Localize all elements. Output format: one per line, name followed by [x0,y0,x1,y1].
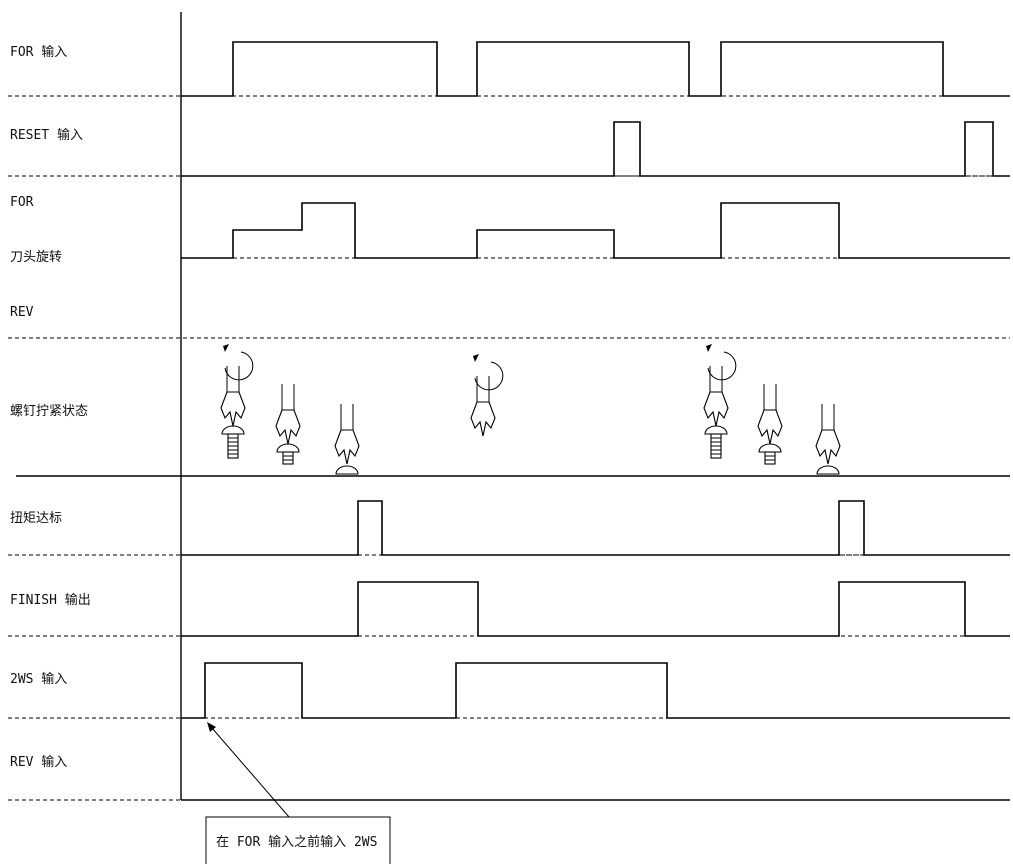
screw-state-3 [334,403,360,475]
screw-state-2 [275,383,301,465]
screw-state-4 [470,353,504,437]
label-reset-input: RESET 输入 [10,127,83,143]
label-for-input: FOR 输入 [10,44,67,60]
wave-finish-output [181,581,1010,637]
label-2ws-input: 2WS 输入 [10,671,67,687]
label-screw-state: 螺钉拧紧状态 [10,404,88,419]
screw-state-5 [703,343,737,459]
wave-torque-reached [181,500,1010,556]
callout-box: 在 FOR 输入之前输入 2WS [205,816,391,864]
wave-reset-input [181,121,1010,177]
screw-state-1 [220,343,254,459]
screw-state-7 [815,403,841,475]
callout-arrow [207,722,290,818]
callout-text: 在 FOR 输入之前输入 2WS [216,834,377,850]
label-rotation-rev: REV [10,305,34,320]
wave-for-input [181,41,1010,97]
label-finish-output: FINISH 输出 [10,592,91,608]
label-torque-reached: 扭矩达标 [10,511,62,526]
wave-2ws-input [181,662,1010,719]
label-rev-input: REV 输入 [10,754,67,770]
label-rotation-for: FOR [10,195,34,210]
screw-state-6 [757,383,783,465]
wave-head-rotation [181,202,1010,259]
label-rotation-title: 刀头旋转 [10,250,62,265]
